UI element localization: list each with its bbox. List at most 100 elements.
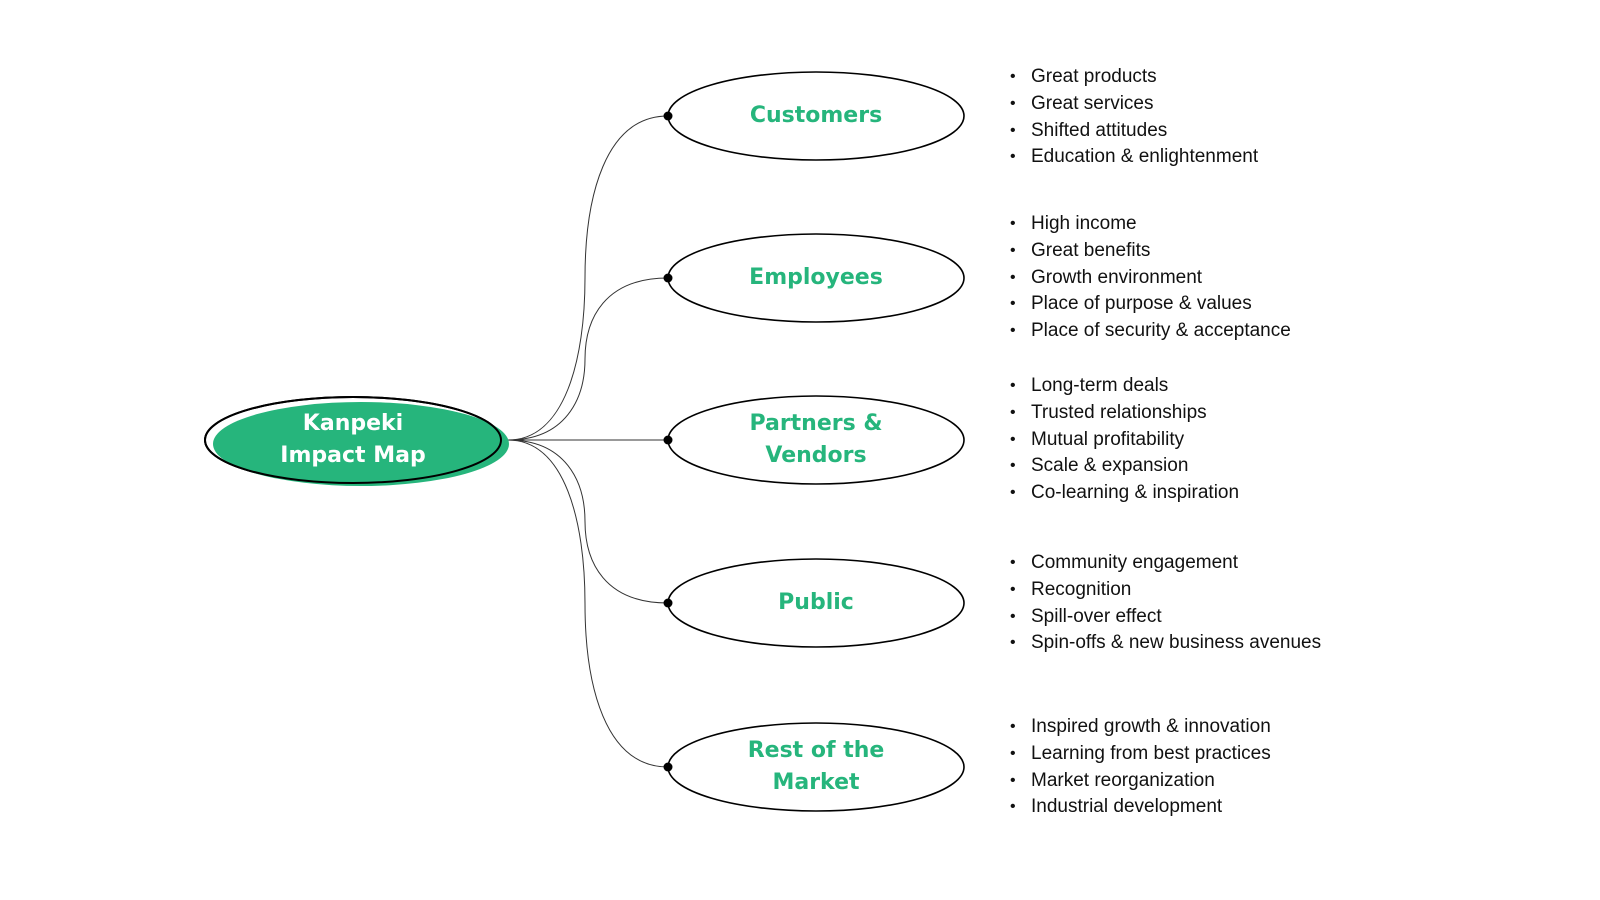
center-node-fill <box>213 402 509 486</box>
stakeholder-nodes <box>663 71 965 812</box>
impact-item: •Learning from best practices <box>1008 741 1271 768</box>
stakeholder-label-line2: Vendors <box>765 443 867 468</box>
stakeholder-node-partners-vendors[interactable] <box>663 395 965 485</box>
impact-item: • Growth environment <box>1008 265 1291 292</box>
stakeholder-label-line1: Rest of the <box>747 738 885 763</box>
bullet-icon: • <box>1010 94 1016 112</box>
impact-text: Spin-offs & new business avenues <box>1031 632 1322 654</box>
impact-text: Education & enlightenment <box>1031 146 1259 168</box>
impact-text: Great products <box>1031 66 1157 87</box>
impact-item: • Scale & expansion <box>1008 453 1239 480</box>
bullet-icon: • <box>1010 377 1016 394</box>
connectors <box>507 115 669 768</box>
impact-item: • Community engagement <box>1008 550 1321 577</box>
bullet-icon: • <box>1010 148 1016 166</box>
impact-item: • Long-term deals <box>1008 373 1239 400</box>
impact-item: • Education & enlightenment <box>1008 144 1258 171</box>
impact-item: • Place of security & acceptance <box>1008 318 1291 345</box>
impact-text: Place of security & acceptance <box>1031 320 1291 342</box>
impact-list-public: • Community engagement • Recognition • Spill-… <box>1008 550 1321 657</box>
connector-public <box>507 439 669 604</box>
connection-dot <box>663 273 673 283</box>
stakeholder-label-employees: Employees <box>749 262 883 294</box>
impact-item: • Market reorganization <box>1008 768 1271 795</box>
stakeholder-node-employees[interactable] <box>663 233 965 323</box>
impact-text: Shifted attitudes <box>1031 119 1168 141</box>
stakeholder-label-customers: Customers <box>750 100 882 132</box>
impact-list-rest-of-market: •Inspired growth & innovation•Learning f… <box>1008 714 1271 821</box>
impact-item: • Shifted attitudes <box>1008 118 1258 145</box>
impact-text: Great services <box>1031 92 1154 114</box>
stakeholder-label-partners-vendors: Partners & Vendors <box>749 408 882 472</box>
stakeholder-label-public: Public <box>778 587 854 619</box>
bullet-icon: • <box>1010 295 1016 313</box>
impact-text: Growth environment <box>1031 266 1203 288</box>
bullet-icon: • <box>1010 457 1016 475</box>
stakeholder-node-customers[interactable] <box>663 71 965 161</box>
impact-text: Scale & expansion <box>1031 455 1189 477</box>
impact-text: Place of purpose & values <box>1031 293 1252 315</box>
connection-dot <box>663 111 673 121</box>
impact-list-customers: • Great products • Great services • Shifted a… <box>1008 64 1258 171</box>
connector-customers <box>507 115 669 441</box>
impact-item: • Great products <box>1008 64 1258 91</box>
center-label-line1: Kanpeki <box>302 411 404 436</box>
impact-text: Recognition <box>1031 578 1132 600</box>
stakeholder-label-line1: Employees <box>749 265 883 290</box>
impact-text: Community engagement <box>1031 552 1238 573</box>
impact-text: Spill-over effect <box>1031 605 1162 627</box>
bullet-icon: • <box>1010 403 1016 421</box>
bullet-icon: • <box>1010 322 1016 340</box>
impact-text: Learning from best practices <box>1031 742 1271 764</box>
bullet-icon: • <box>1010 554 1016 571</box>
stakeholder-node-rest-of-market[interactable] <box>663 722 965 812</box>
impact-item: • Place of purpose & values <box>1008 291 1291 318</box>
impact-text: Mutual profitability <box>1031 428 1185 450</box>
bullet-icon: • <box>1010 634 1016 652</box>
bullet-icon: • <box>1010 268 1016 286</box>
center-node-outline-front <box>204 396 502 484</box>
impact-text: Market reorganization <box>1031 769 1215 791</box>
impact-item: • Co-learning & inspiration <box>1008 480 1239 507</box>
impact-text: High income <box>1031 213 1137 234</box>
bullet-icon: • <box>1010 771 1016 789</box>
impact-text: Great benefits <box>1031 239 1151 261</box>
impact-item: • Great services <box>1008 91 1258 118</box>
center-node[interactable] <box>204 396 509 486</box>
center-label: Kanpeki Impact Map <box>280 408 425 472</box>
impact-text: Inspired growth & innovation <box>1031 716 1271 737</box>
impact-text: Trusted relationships <box>1031 401 1207 423</box>
stakeholder-label-line1: Customers <box>749 103 883 128</box>
impact-text: Long-term deals <box>1031 375 1169 396</box>
impact-text: Co-learning & inspiration <box>1031 482 1240 504</box>
bullet-icon: • <box>1010 241 1016 259</box>
bullet-icon: • <box>1010 68 1016 85</box>
bullet-icon: • <box>1010 718 1016 735</box>
stakeholder-node-public[interactable] <box>663 558 965 648</box>
bullet-icon: • <box>1010 798 1016 816</box>
bullet-icon: • <box>1010 121 1016 139</box>
stakeholder-label-line2: Market <box>772 770 860 795</box>
impact-item: •Industrial development <box>1008 794 1271 821</box>
impact-item: • Great benefits <box>1008 238 1291 265</box>
impact-list-partners-vendors: • Long-term deals • Trusted relationships • M… <box>1008 373 1239 507</box>
bullet-icon: • <box>1010 607 1016 625</box>
impact-item: • Trusted relationships <box>1008 400 1239 427</box>
bullet-icon: • <box>1010 580 1016 598</box>
impact-item: • High income <box>1008 211 1291 238</box>
impact-item: • Recognition <box>1008 577 1321 604</box>
connection-dot <box>663 762 673 772</box>
impact-item: • Mutual profitability <box>1008 427 1239 454</box>
bullet-icon: • <box>1010 430 1016 448</box>
connector-rest-of-market <box>507 439 669 768</box>
bullet-icon: • <box>1010 215 1016 232</box>
impact-list-employees: • High income • Great benefits • Growth envir… <box>1008 211 1291 345</box>
impact-item: • Spin-offs & new business avenues <box>1008 630 1321 657</box>
impact-item: • Spill-over effect <box>1008 604 1321 631</box>
bullet-icon: • <box>1010 484 1016 502</box>
center-label-line2: Impact Map <box>280 443 426 468</box>
connection-dot <box>663 598 673 608</box>
stakeholder-label-line1: Partners & <box>749 411 883 436</box>
